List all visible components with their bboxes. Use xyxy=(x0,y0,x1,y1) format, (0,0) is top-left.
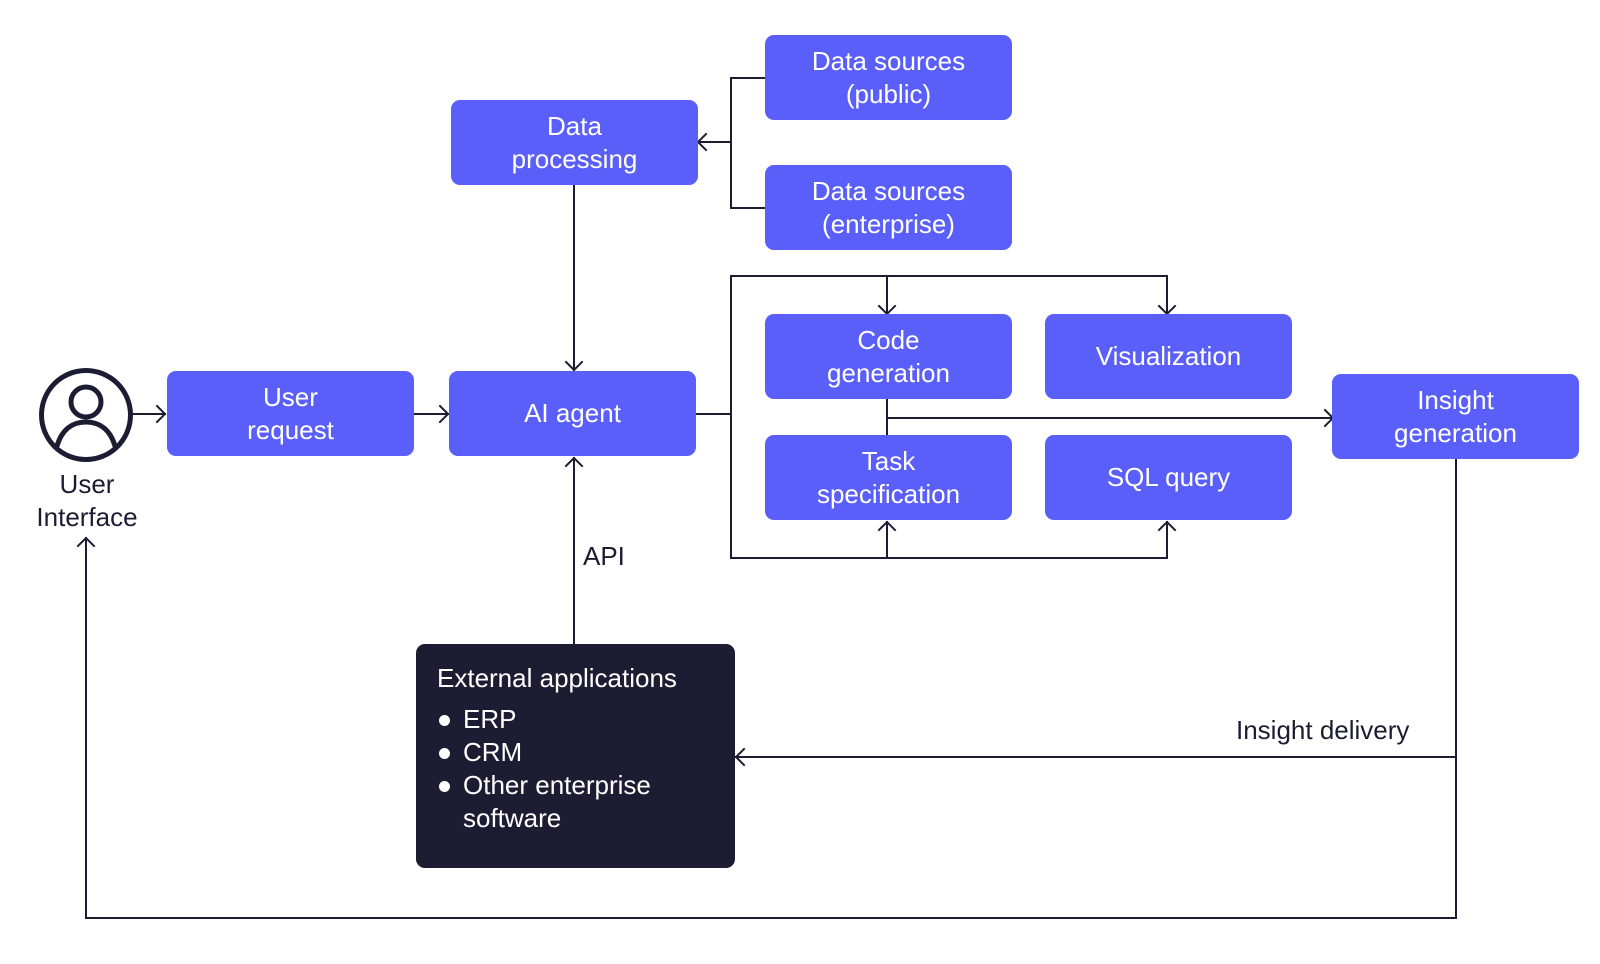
code-generation-line2: generation xyxy=(827,357,950,388)
insight-generation-node: Insight generation xyxy=(1332,374,1579,459)
user-interface-label-line1: User xyxy=(59,469,115,499)
code-generation-node: Code generation xyxy=(765,314,1012,399)
task-specification-line1: Task xyxy=(861,445,916,476)
data-processing-line2: processing xyxy=(511,143,638,174)
data-processing-line1: Data xyxy=(547,110,602,141)
ai-agent-label: AI agent xyxy=(524,398,621,428)
connector-data-sources xyxy=(730,77,765,209)
visualization-node: Visualization xyxy=(1045,314,1292,399)
insight-delivery-label: Insight delivery xyxy=(1236,715,1410,745)
user-interface-label: User Interface xyxy=(12,468,162,534)
code-generation-line1: Code xyxy=(857,324,920,355)
task-specification-node: Task specification xyxy=(765,435,1012,520)
user-circle-icon xyxy=(39,368,133,462)
external-applications-box: External applications ERP CRM Other ente… xyxy=(416,644,735,868)
api-label: API xyxy=(583,541,625,571)
sql-query-label: SQL query xyxy=(1106,462,1231,492)
user-request-line2: request xyxy=(247,414,334,445)
data-sources-public-line1: Data sources xyxy=(811,45,966,76)
list-item: CRM xyxy=(437,736,715,769)
external-applications-title: External applications xyxy=(437,663,677,693)
data-sources-enterprise-line1: Data sources xyxy=(811,175,966,206)
user-request-line1: User xyxy=(263,381,318,412)
data-sources-public-line2: (public) xyxy=(845,78,932,109)
visualization-label: Visualization xyxy=(1095,341,1242,371)
ai-agent-node: AI agent xyxy=(449,371,696,456)
list-item: Other enterprise software xyxy=(437,769,715,835)
connector-insight-delivery xyxy=(85,459,1457,919)
arrow-tasks-to-insight-generation xyxy=(886,399,1334,435)
user-request-node: User request xyxy=(167,371,414,456)
sql-query-node: SQL query xyxy=(1045,435,1292,520)
insight-generation-line2: generation xyxy=(1394,417,1517,448)
user-interface-label-line2: Interface xyxy=(36,502,138,532)
list-item: ERP xyxy=(437,703,715,736)
task-specification-line2: specification xyxy=(816,478,961,509)
data-sources-public-node: Data sources (public) xyxy=(765,35,1012,120)
external-applications-list: ERP CRM Other enterprise software xyxy=(437,703,715,835)
data-sources-enterprise-line2: (enterprise) xyxy=(822,208,955,239)
insight-generation-line1: Insight xyxy=(1417,384,1494,415)
data-sources-enterprise-node: Data sources (enterprise) xyxy=(765,165,1012,250)
data-processing-node: Data processing xyxy=(451,100,698,185)
connector-task-loop xyxy=(730,275,1168,559)
